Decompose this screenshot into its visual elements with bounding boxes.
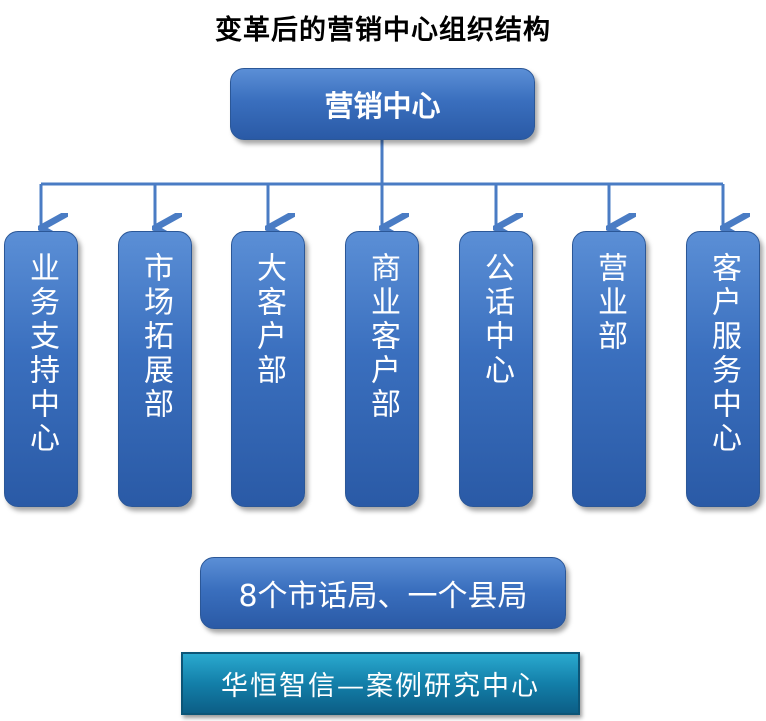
dept-label-3: 大客户部 — [251, 252, 286, 388]
dept-label-1: 业务支持中心 — [24, 252, 59, 456]
dept-box-4: 商业客户部 — [345, 231, 419, 507]
dept-box-5: 公话中心 — [459, 231, 533, 507]
dept-label-7: 客户服务中心 — [706, 252, 741, 456]
dept-box-7: 客户服务中心 — [686, 231, 760, 507]
watermark-banner: 华恒智信—案例研究中心 — [181, 652, 580, 715]
root-node-box: 营销中心 — [230, 68, 535, 140]
dept-label-2: 市场拓展部 — [138, 252, 173, 422]
dept-box-1: 业务支持中心 — [4, 231, 78, 507]
dept-box-3: 大客户部 — [231, 231, 305, 507]
dept-box-2: 市场拓展部 — [118, 231, 192, 507]
root-node-label: 营销中心 — [324, 89, 441, 123]
bottom-note-box: 8个市话局、一个县局 — [200, 557, 566, 629]
dept-label-5: 公话中心 — [479, 252, 514, 388]
dept-label-6: 营业部 — [592, 252, 627, 354]
banner-label: 华恒智信—案例研究中心 — [221, 671, 540, 702]
diagram-title: 变革后的营销中心组织结构 — [215, 15, 551, 46]
bottom-note-label: 8个市话局、一个县局 — [238, 579, 528, 614]
dept-label-4: 商业客户部 — [365, 252, 400, 422]
dept-box-6: 营业部 — [572, 231, 646, 507]
